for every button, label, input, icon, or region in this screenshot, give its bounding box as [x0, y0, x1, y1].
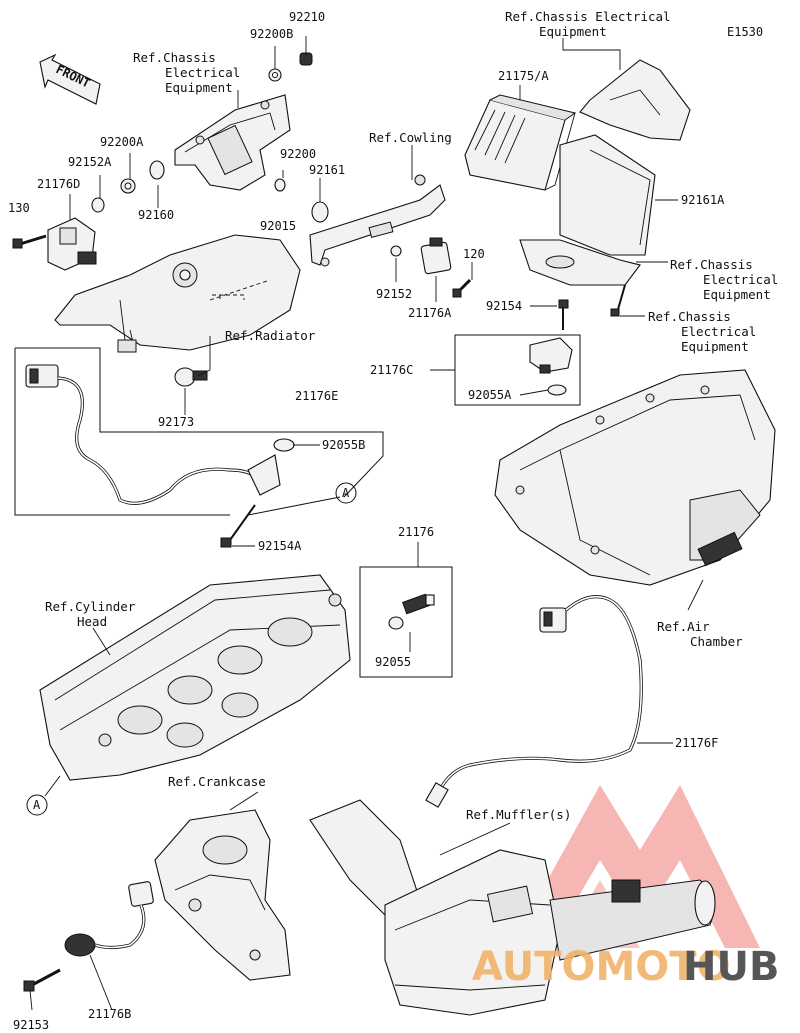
label-21176A: 21176A [408, 306, 452, 320]
bolt-92154-icon [558, 299, 569, 330]
ref-air-chamber: Ref.Air Chamber [657, 619, 743, 649]
label-92055B: 92055B [322, 438, 365, 452]
sensor-bracket-illustration [174, 94, 291, 191]
chassis-bracket-illustration [519, 59, 691, 286]
cylinder-head-illustration [39, 574, 351, 781]
label-92055: 92055 [375, 655, 411, 669]
watermark-part1: AUTOMOTO [472, 944, 731, 990]
grommet-92161-icon [311, 201, 329, 223]
label-92153: 92153 [13, 1018, 49, 1032]
bolt-92154A-icon [220, 504, 256, 548]
radiator-shroud-illustration [54, 234, 301, 353]
label-92200: 92200 [280, 147, 316, 161]
label-21176E: 21176E [295, 389, 338, 403]
crankcase-illustration [154, 809, 291, 981]
part-labels: 92210 92200B 92200A 92152A 21176D 130 92… [8, 10, 725, 1032]
ref-cylinder-head-line2: Head [77, 614, 107, 629]
ref-chassis-electrical-2-line2: Electrical [703, 272, 778, 287]
reference-labels: Ref.Chassis Electrical Equipment Ref.Cha… [45, 9, 786, 822]
grommet-92160-icon [149, 160, 165, 180]
ref-chassis-electrical-top-line2: Equipment [539, 24, 607, 39]
ref-air-chamber-line2: Chamber [690, 634, 743, 649]
bolt-130-icon [12, 234, 47, 249]
oring-92055A-icon [547, 384, 567, 396]
harness-21176E-icon [25, 364, 281, 505]
ecu-21175A-illustration [464, 94, 577, 191]
ref-cylinder-head: Ref.Cylinder Head [45, 599, 143, 629]
collar-92152-icon [390, 245, 402, 257]
cowling-stay-illustration [309, 174, 446, 267]
harness-21176E-box-left [14, 348, 230, 516]
label-92160: 92160 [138, 208, 174, 222]
diagram-code: E1530 [727, 25, 763, 39]
collar-92152A-icon [91, 197, 105, 213]
muffler-illustration [309, 799, 716, 1016]
ref-radiator: Ref.Radiator [225, 328, 316, 343]
watermark-part2: HUB [683, 944, 779, 990]
label-92015: 92015 [260, 219, 296, 233]
front-arrow-icon: FRONT [39, 53, 101, 105]
label-21176D: 21176D [37, 177, 80, 191]
sensor-21176B-icon [64, 881, 154, 957]
ref-chassis-electrical-3-line1: Ref.Chassis [648, 309, 731, 324]
label-21176B: 21176B [88, 1007, 131, 1021]
watermark-text: AUTOMOTO HUB [472, 944, 779, 990]
harness-21176E-box-top [15, 347, 384, 498]
label-130: 130 [8, 201, 30, 215]
callout-a-lower-icon: A [26, 794, 48, 816]
callout-a-lower-label: A [33, 798, 41, 812]
sensor-21176C-icon [529, 337, 573, 374]
label-92200B: 92200B [250, 27, 293, 41]
bolt-chassis-icon [610, 284, 626, 317]
ref-chassis-electrical-3: Ref.Chassis Electrical Equipment [648, 309, 764, 354]
callout-a-upper-label: A [342, 486, 350, 500]
label-92210: 92210 [289, 10, 325, 24]
sensor-21176D-icon [47, 217, 97, 271]
ref-chassis-electrical-1-line1: Ref.Chassis [133, 50, 216, 65]
label-92154A: 92154A [258, 539, 302, 553]
label-21176F: 21176F [675, 736, 718, 750]
label-120: 120 [463, 247, 485, 261]
ref-chassis-electrical-2-line3: Equipment [703, 287, 771, 302]
ref-crankcase: Ref.Crankcase [168, 774, 266, 789]
label-92152: 92152 [376, 287, 412, 301]
ref-chassis-electrical-top-line1: Ref.Chassis Electrical [505, 9, 671, 24]
bolt-92153-icon [23, 968, 61, 992]
ref-chassis-electrical-top: Ref.Chassis Electrical Equipment [505, 9, 678, 39]
washer-92015-icon [274, 178, 286, 192]
ref-chassis-electrical-1-line2: Electrical [165, 65, 240, 80]
ref-chassis-electrical-2-line1: Ref.Chassis [670, 257, 753, 272]
ref-chassis-electrical-3-line2: Electrical [681, 324, 756, 339]
ref-chassis-electrical-1-line3: Equipment [165, 80, 233, 95]
ref-air-chamber-line1: Ref.Air [657, 619, 710, 634]
ref-chassis-electrical-2: Ref.Chassis Electrical Equipment [670, 257, 786, 302]
ref-cowling: Ref.Cowling [369, 130, 452, 145]
ref-chassis-electrical-3-line3: Equipment [681, 339, 749, 354]
sensor-21176-group-box [359, 566, 453, 678]
label-92154: 92154 [486, 299, 522, 313]
ref-mufflers: Ref.Muffler(s) [466, 807, 571, 822]
label-92161A: 92161A [681, 193, 725, 207]
sensor-21176-icon [402, 593, 435, 615]
sensor-92173-icon [174, 367, 208, 387]
label-92152A: 92152A [68, 155, 112, 169]
label-92055A: 92055A [468, 388, 512, 402]
callout-a-upper-icon: A [335, 482, 357, 504]
leader-lines [29, 36, 704, 1011]
label-92161: 92161 [309, 163, 345, 177]
label-21175A: 21175/A [498, 69, 549, 83]
label-92173: 92173 [158, 415, 194, 429]
ref-chassis-electrical-1: Ref.Chassis Electrical Equipment [133, 50, 248, 95]
label-21176: 21176 [398, 525, 434, 539]
bolt-120-icon [452, 278, 472, 298]
harness-21176F-icon [425, 595, 643, 808]
oring-92055-icon [388, 616, 404, 630]
ref-cylinder-head-line1: Ref.Cylinder [45, 599, 136, 614]
label-92200A: 92200A [100, 135, 144, 149]
air-chamber-illustration [494, 369, 776, 586]
sensor-21176A-icon [420, 237, 452, 275]
label-21176C: 21176C [370, 363, 413, 377]
oring-92055B-icon [273, 438, 295, 452]
